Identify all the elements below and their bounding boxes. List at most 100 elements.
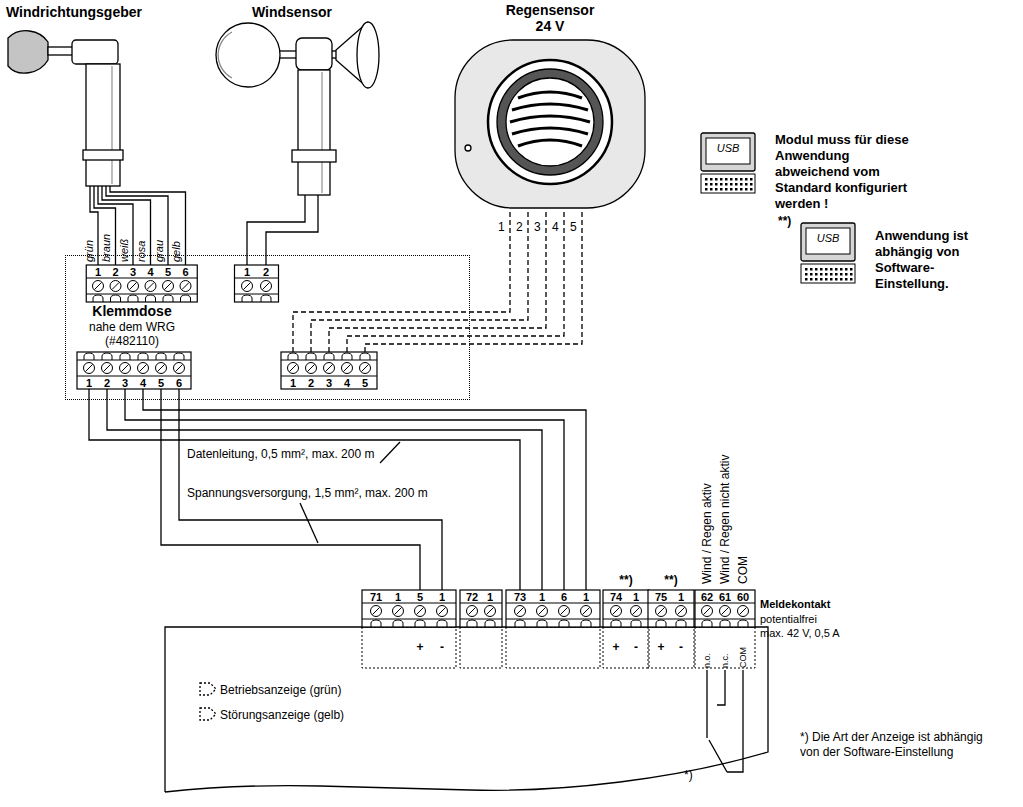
- polarity: -: [666, 640, 696, 654]
- key: [720, 188, 723, 191]
- screw-slot: [147, 283, 154, 290]
- terminal-number: 1: [571, 591, 601, 604]
- terminal-line: [281, 360, 377, 361]
- wire: [89, 389, 520, 590]
- terminal-number: 74: [601, 591, 631, 604]
- node-text: Störungsanzeige (gelb): [220, 708, 344, 722]
- screw-slot: [539, 608, 546, 615]
- terminal-clamp: [581, 620, 591, 627]
- terminal-screw: [174, 363, 185, 374]
- key: [840, 268, 843, 271]
- node-title: Betriebsanzeige (grün): [220, 683, 341, 697]
- key: [825, 268, 828, 271]
- key: [735, 183, 738, 186]
- terminal-clamp: [393, 620, 403, 627]
- terminal-number: 6: [164, 377, 194, 390]
- wire: [329, 212, 546, 352]
- terminal-clamp: [371, 620, 381, 627]
- terminal-screw: [738, 606, 749, 617]
- polarity: +: [405, 640, 435, 654]
- cable-label: Spannungsversorgung, 1,5 mm², max. 200 m: [185, 486, 430, 500]
- screw-slot: [326, 365, 333, 372]
- terminal-clamp: [242, 295, 252, 302]
- screw-slot: [95, 283, 102, 290]
- key: [705, 188, 708, 191]
- key: [730, 188, 733, 191]
- terminal-number: 1: [278, 377, 308, 390]
- terminal-clamp: [181, 295, 191, 302]
- terminal-outline: [460, 627, 502, 668]
- terminal-number: 2: [296, 377, 326, 390]
- terminal-screw: [437, 606, 448, 617]
- wire: [311, 212, 528, 352]
- terminal-clamp: [120, 353, 130, 360]
- terminal-screw: [242, 281, 253, 292]
- terminal-line: [86, 294, 197, 295]
- usb-note: Modul muss für diese Anwendung abweichen…: [775, 132, 917, 212]
- key: [750, 183, 753, 186]
- wire-number: 4: [552, 220, 559, 234]
- key: [850, 278, 853, 281]
- wire-number: 3: [534, 220, 541, 234]
- terminal-screw: [467, 606, 478, 617]
- screw-slot: [344, 365, 351, 372]
- terminal-screw: [581, 606, 592, 617]
- controller-housing: [165, 627, 768, 792]
- wire: [94, 186, 116, 265]
- key: [740, 183, 743, 186]
- key: [845, 278, 848, 281]
- screw-slot: [362, 365, 369, 372]
- usb-icon: [700, 132, 756, 194]
- key: [745, 178, 748, 181]
- wire-color: gelb: [170, 241, 183, 262]
- key: [805, 268, 808, 271]
- wire: [143, 389, 586, 590]
- terminal-clamp: [656, 620, 666, 627]
- wire-color: rosa: [135, 241, 148, 262]
- sensor: Windsensor: [210, 0, 390, 195]
- wire: [125, 389, 564, 590]
- signal-name: COM: [736, 556, 750, 584]
- node-title: Windrichtungsgeber: [6, 4, 142, 21]
- key: [710, 183, 713, 186]
- terminal-number: 4: [128, 377, 158, 390]
- terminal-screw: [393, 606, 404, 617]
- terminal-screw: [676, 606, 687, 617]
- terminal-outline: [648, 627, 694, 668]
- key: [805, 273, 808, 276]
- terminal-line: [506, 619, 600, 620]
- terminal-number: 1: [83, 266, 113, 279]
- terminal-screw: [110, 281, 121, 292]
- screw-slot: [487, 608, 494, 615]
- terminal-clamp: [84, 353, 94, 360]
- key: [850, 268, 853, 271]
- terminal-screw: [145, 281, 156, 292]
- key: [845, 268, 848, 271]
- key: [725, 178, 728, 181]
- terminal-clamp: [631, 620, 641, 627]
- terminal-screw: [324, 363, 335, 374]
- terminal-screw: [656, 606, 667, 617]
- screw-slot: [678, 608, 685, 615]
- rain-sensor-drawing: [455, 40, 645, 208]
- key: [830, 278, 833, 281]
- wire: [110, 186, 186, 265]
- key: [815, 273, 818, 276]
- terminal-screw: [163, 281, 174, 292]
- key: [730, 178, 733, 181]
- key: [815, 278, 818, 281]
- terminal-line: [362, 619, 456, 620]
- terminal-clamp: [720, 620, 730, 627]
- terminal-outline: [603, 627, 649, 668]
- terminal-line: [460, 619, 502, 620]
- footnote: *) Die Art der Anzeige ist abhängig von …: [800, 730, 985, 760]
- terminal-screw: [120, 363, 131, 374]
- terminal-outline: [695, 627, 755, 668]
- wire: [347, 212, 564, 352]
- terminal-clamp: [702, 620, 712, 627]
- key: [815, 268, 818, 271]
- terminal-clamp: [324, 353, 334, 360]
- terminal-clamp: [111, 295, 121, 302]
